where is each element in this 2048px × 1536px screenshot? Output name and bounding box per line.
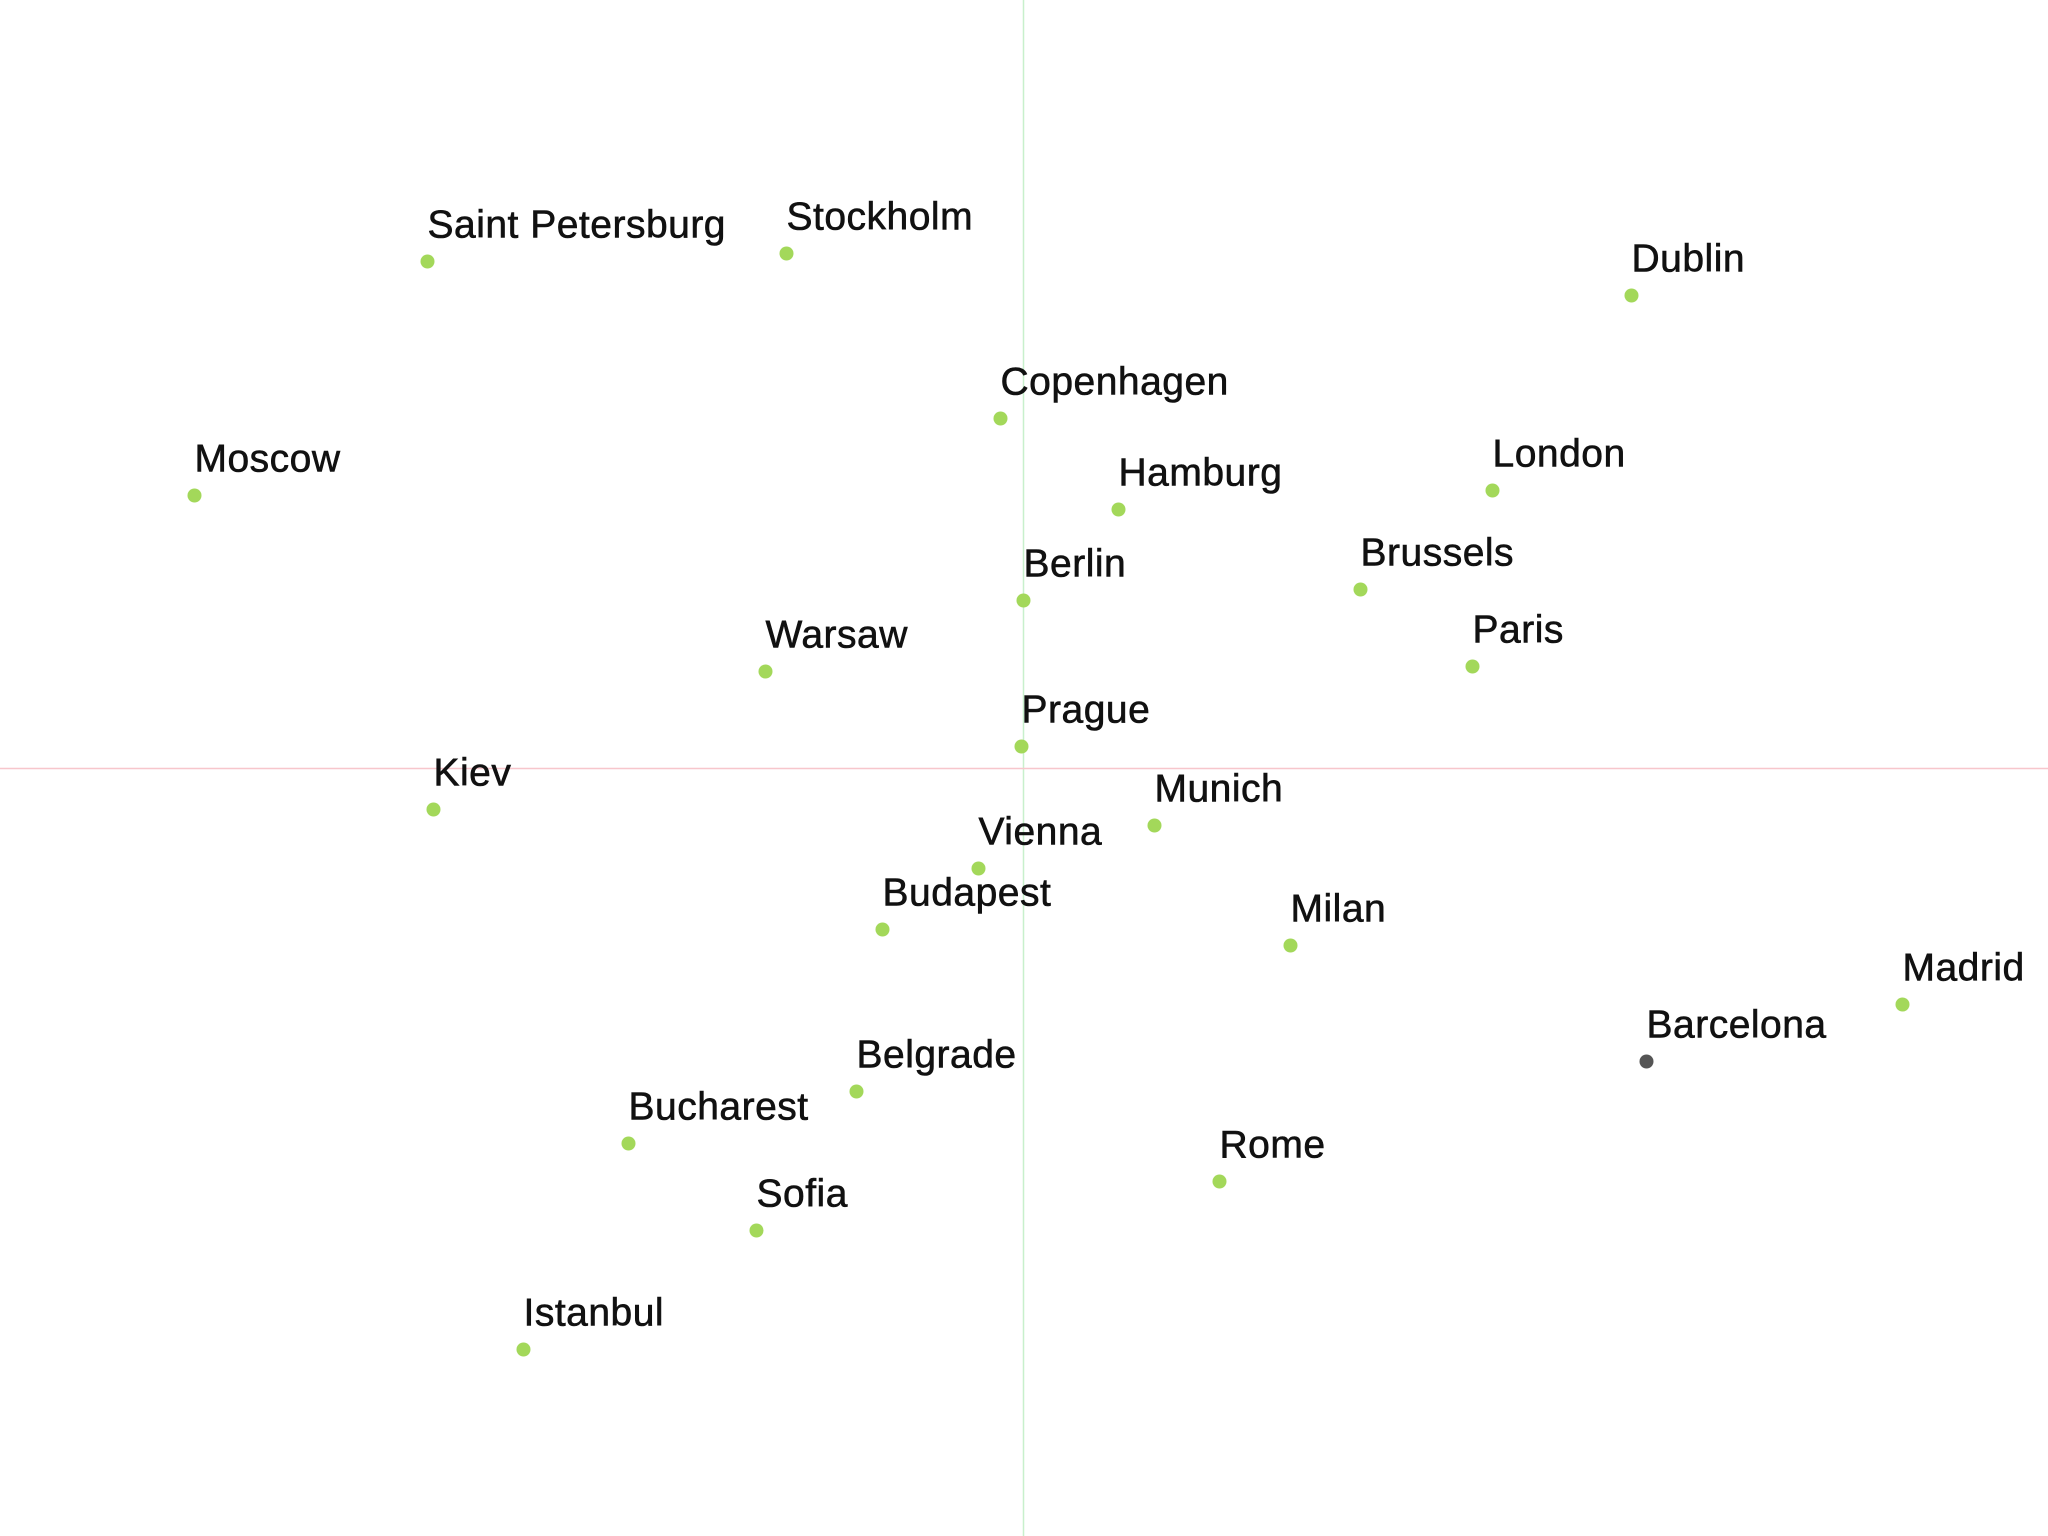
point-berlin[interactable] (1016, 593, 1031, 608)
label-budapest: Budapest (883, 872, 1052, 915)
label-brussels: Brussels (1361, 532, 1515, 575)
label-vienna: Vienna (979, 811, 1103, 854)
label-warsaw: Warsaw (766, 614, 909, 657)
label-sofia: Sofia (757, 1173, 848, 1216)
point-dublin[interactable] (1624, 288, 1639, 303)
label-hamburg: Hamburg (1119, 452, 1283, 495)
label-copenhagen: Copenhagen (1001, 361, 1229, 404)
point-budapest[interactable] (875, 922, 890, 937)
point-hamburg[interactable] (1111, 502, 1126, 517)
point-istanbul[interactable] (516, 1342, 531, 1357)
label-istanbul: Istanbul (524, 1292, 665, 1335)
labels-layer: Saint Petersburg StockholmDublinCopenhage… (194, 195, 2025, 1335)
label-stockholm: Stockholm (787, 196, 974, 239)
label-prague: Prague (1022, 689, 1151, 732)
point-prague[interactable] (1014, 739, 1029, 754)
label-rome: Rome (1220, 1124, 1326, 1167)
point-kiev[interactable] (426, 802, 441, 817)
point-sofia[interactable] (749, 1223, 764, 1238)
point-madrid[interactable] (1895, 997, 1910, 1012)
label-paris: Paris (1473, 609, 1564, 652)
label-kiev: Kiev (434, 752, 512, 795)
point-warsaw[interactable] (758, 664, 773, 679)
point-london[interactable] (1485, 483, 1500, 498)
point-munich[interactable] (1147, 818, 1162, 833)
point-belgrade[interactable] (849, 1084, 864, 1099)
label-milan: Milan (1291, 888, 1387, 931)
label-madrid: Madrid (1903, 947, 2025, 990)
label-moscow: Moscow (195, 438, 341, 481)
label-london: London (1493, 433, 1626, 476)
point-moscow[interactable] (187, 488, 202, 503)
point-milan[interactable] (1283, 938, 1298, 953)
points-layer (187, 246, 1910, 1357)
point-barcelona[interactable] (1639, 1054, 1654, 1069)
point-stockholm[interactable] (779, 246, 794, 261)
point-brussels[interactable] (1353, 582, 1368, 597)
label-munich: Munich (1155, 768, 1284, 811)
label-belgrade: Belgrade (857, 1034, 1017, 1077)
label-barcelona: Barcelona (1647, 1004, 1827, 1047)
label-saint-petersburg: Saint Petersburg (428, 204, 727, 247)
point-bucharest[interactable] (621, 1136, 636, 1151)
label-bucharest: Bucharest (629, 1086, 809, 1129)
point-rome[interactable] (1212, 1174, 1227, 1189)
point-paris[interactable] (1465, 659, 1480, 674)
label-berlin: Berlin (1024, 543, 1127, 586)
label-dublin: Dublin (1632, 238, 1746, 281)
point-copenhagen[interactable] (993, 411, 1008, 426)
point-vienna[interactable] (971, 861, 986, 876)
point-saint-petersburg[interactable] (420, 254, 435, 269)
